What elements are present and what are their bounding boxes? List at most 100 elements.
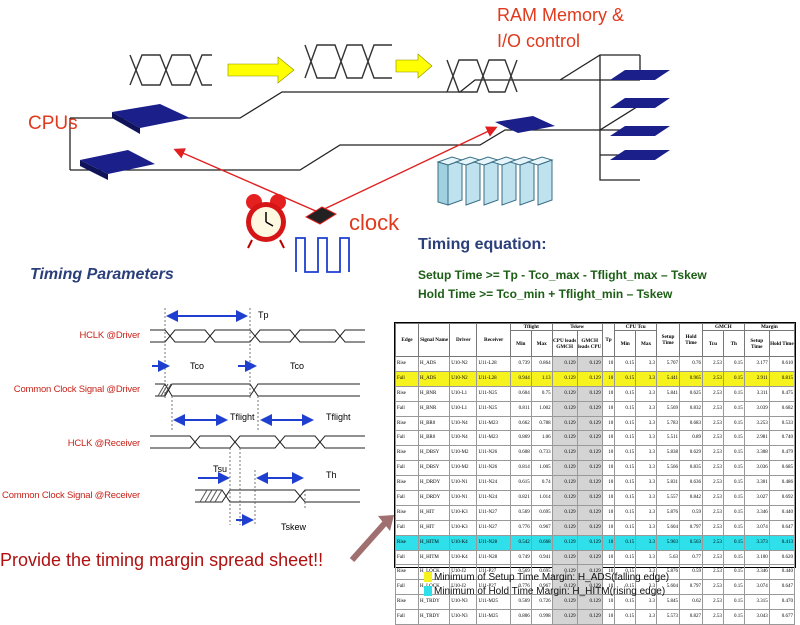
table-cell: 0.129 [551,370,578,387]
table-cell: 0.749 [509,549,532,566]
label-tsu: Tsu [213,464,228,474]
table-cell: U10-L1 [449,400,478,417]
table-cell: 0.15 [722,430,745,447]
legend-hold: Minimum of Hold Time Margin: H_HITM(risi… [424,586,665,597]
table-cell: 1.06 [530,430,553,447]
table-cell: 0.129 [576,356,603,372]
table-cell: 0.15 [614,430,637,447]
table-cell: 3.074 [743,579,770,596]
table-cell: 0.129 [576,490,603,506]
table-cell: U10-N4 [449,415,478,432]
col-signal: Signal Name [417,323,451,357]
table-cell: 0.569 [509,504,532,521]
legend-setup: Minimum of Setup Time Margin: H_ADS(fall… [424,572,669,583]
table-cell: Rise [395,534,419,551]
table-cell: U10-M2 [449,460,478,477]
table-cell: 3.308 [743,445,770,462]
group-tflight: Tflight [509,323,553,331]
table-cell: 3.3 [635,460,658,477]
table-cell: 0.15 [722,370,745,387]
table-cell: 3.3 [635,475,658,492]
table-cell: 2.53 [701,415,724,432]
group-margin: Margin [743,323,796,331]
table-cell: U10-K4 [449,549,478,566]
table-cell: 0.15 [614,356,637,372]
table-cell: 0.629 [679,445,703,462]
table-cell: 0.733 [530,445,553,462]
table-cell: 0.15 [614,385,637,402]
col-gmch-tcu: Tcu [701,330,724,357]
table-cell: 3.373 [743,534,770,551]
table-cell: 1.005 [530,460,553,477]
label-tco-2: Tco [290,361,305,371]
label-tskew: Tskew [281,522,307,532]
col-hold: Hold Time [679,323,703,357]
table-cell: 0.129 [576,430,603,447]
table-row: FallH_LOCKU10-J2U11-P270.7760.9670.1290.… [395,579,796,596]
table-cell: 1.014 [530,490,553,506]
table-cell: 10 [601,430,616,447]
table-cell: 0.636 [679,475,703,492]
col-margin-setup: Setup Time [743,330,770,357]
table-cell: 2.53 [701,385,724,402]
table-cell: Rise [395,504,419,521]
table-cell: 0.15 [614,415,637,432]
table-cell: 3.3 [635,400,658,417]
table-cell: 0.610 [768,356,796,372]
table-cell: 5.566 [656,460,680,477]
label-tco-1: Tco [190,361,205,371]
table-cell: H_HITM [417,534,451,551]
cpus-label: CPUs [28,113,78,134]
group-cpu-tcu: CPU Tcu [614,323,658,331]
table-cell: 0.869 [509,430,532,447]
table-cell: 5.783 [656,415,680,432]
table-cell: 0.486 [768,475,796,492]
label-tflight-1: Tflight [230,412,255,422]
col-tp: Tp [601,323,616,357]
table-cell: 0.129 [551,490,578,506]
table-cell: 10 [601,400,616,417]
table-cell: 0.129 [551,415,578,432]
table-cell: Rise [395,356,419,372]
signal-hclk-driver: HCLK @Driver [79,330,140,341]
table-cell: 2.53 [701,504,724,521]
col-driver: Driver [449,323,478,357]
table-cell: 0.683 [679,415,703,432]
table-cell: 2.53 [701,356,724,372]
table-cell: 5.831 [656,475,680,492]
table-cell: 0.129 [576,385,603,402]
table-cell: 3.3 [635,609,658,625]
table-cell: 2.53 [701,594,724,611]
table-cell: 5.841 [656,385,680,402]
table-cell: U10-L1 [449,385,478,402]
table-cell: Rise [395,594,419,611]
col-gmch-leads: GMCH leads CPU [576,330,603,357]
table-cell: 0.15 [614,460,637,477]
table-cell: 10 [601,475,616,492]
table-cell: 5.903 [656,534,680,551]
table-cell: Fall [395,549,419,566]
table-cell: 0.944 [509,370,532,387]
table-cell: 3.311 [743,385,770,402]
table-cell: U11-N28 [476,549,511,566]
table-cell: H_DRDY [417,475,451,492]
table-cell: 0.129 [551,534,578,551]
table-cell: 0.129 [576,504,603,521]
table-cell: 0.832 [679,400,703,417]
table-cell: H_HITM [417,549,451,566]
table-cell: 0.413 [768,534,796,551]
table-cell: 3.177 [743,356,770,372]
table-cell: 0.15 [722,460,745,477]
table-cell: 0.682 [768,400,796,417]
table-cell: 0.129 [551,460,578,477]
table-cell: 0.15 [614,445,637,462]
table-cell: Fall [395,370,419,387]
table-cell: 0.15 [722,609,745,625]
table-cell: 0.129 [576,370,603,387]
